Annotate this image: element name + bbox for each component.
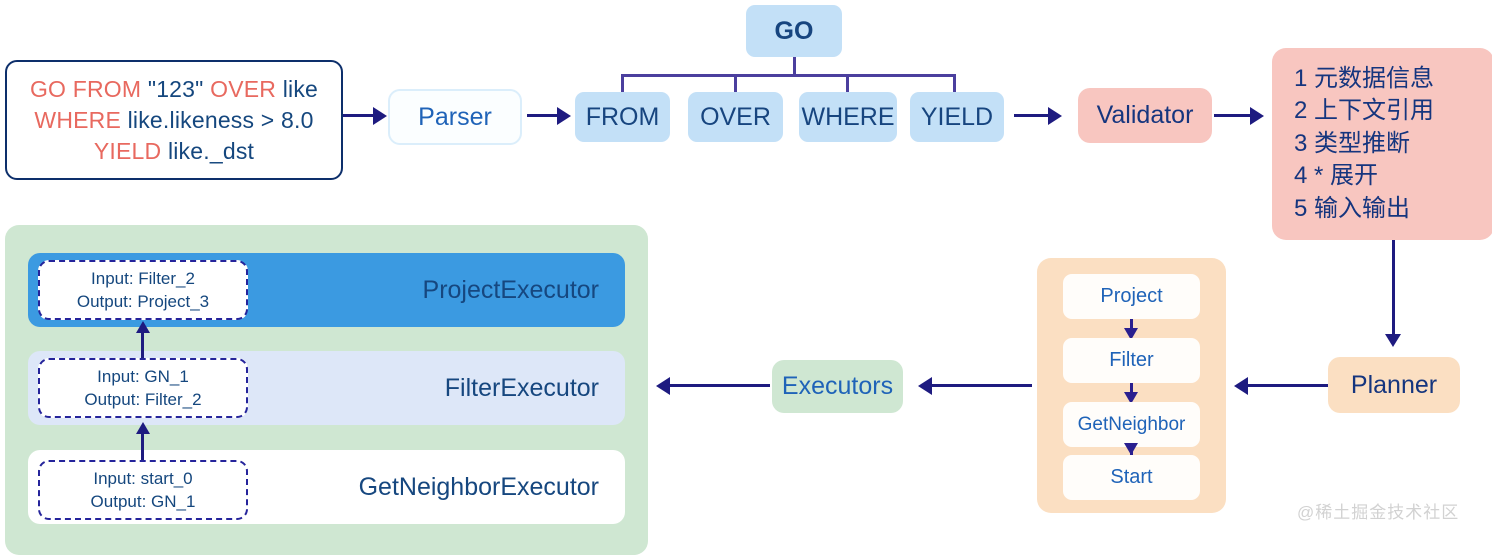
- ast-node-from: FROM: [575, 92, 670, 142]
- parser-node: Parser: [388, 89, 522, 145]
- plan-step-label: Project: [1100, 285, 1163, 307]
- ast-node-where: WHERE: [799, 92, 897, 142]
- io-output-label: Output: Project_3: [76, 292, 210, 311]
- validator-node: Validator: [1078, 88, 1212, 143]
- query-keyword-yield: YIELD: [93, 137, 168, 164]
- dataflow-getneighbor-to-filter-head: [136, 422, 150, 434]
- io-input-label: Input: start_0: [93, 469, 193, 488]
- query-value-vid: "123": [147, 75, 204, 102]
- plan-step-label: Filter: [1109, 349, 1154, 371]
- validator-label: Validator: [1096, 101, 1194, 129]
- arrow-query-to-parser-line: [343, 114, 375, 117]
- ast-branch-yield-line: [953, 74, 956, 93]
- arrow-planner-to-plan-head: [1234, 377, 1248, 395]
- query-keyword-over: OVER: [203, 75, 283, 102]
- ast-node-where-label: WHERE: [801, 102, 895, 131]
- validator-check-item: 2 上下文引用: [1294, 97, 1435, 125]
- planner-node: Planner: [1328, 357, 1460, 413]
- plan-arrow-filter-to-getneighbor-line: [1130, 383, 1133, 395]
- ast-root-label: GO: [774, 16, 814, 45]
- query-keyword-where: WHERE: [34, 106, 128, 133]
- executors-node: Executors: [772, 360, 903, 413]
- arrow-validator-to-checks-head: [1250, 107, 1264, 125]
- ast-node-over: OVER: [688, 92, 783, 142]
- ast-crossbar-line: [621, 74, 956, 77]
- executor-row-label: FilterExecutor: [444, 373, 599, 402]
- query-expr-filter: like.likeness > 8.0: [127, 106, 314, 133]
- io-box-project: Input: Filter_2 Output: Project_3: [38, 260, 248, 320]
- planner-label: Planner: [1350, 370, 1438, 399]
- plan-step-getneighbor: GetNeighbor: [1063, 402, 1200, 447]
- ast-trunk-line: [793, 57, 796, 75]
- arrow-checks-to-planner-line: [1392, 240, 1395, 335]
- plan-arrow-filter-to-getneighbor-head: [1124, 392, 1138, 404]
- executors-label: Executors: [781, 372, 894, 400]
- arrow-executors-to-execution-head: [656, 377, 670, 395]
- io-output-label: Output: Filter_2: [84, 390, 202, 409]
- query-keyword-go-from: GO FROM: [29, 75, 148, 102]
- ast-node-from-label: FROM: [585, 102, 660, 131]
- query-line-1: GO FROM "123" OVER like: [30, 74, 318, 105]
- plan-arrow-project-to-filter-head: [1124, 328, 1138, 340]
- plan-arrow-getneighbor-to-start-head: [1124, 443, 1138, 455]
- ast-branch-where-line: [846, 74, 849, 93]
- validator-checks-box: 1 元数据信息 2 上下文引用 3 类型推断 4 * 展开 5 输入输出: [1272, 48, 1492, 240]
- ast-node-yield-label: YIELD: [920, 102, 994, 131]
- arrow-query-to-parser-head: [373, 107, 387, 125]
- io-input-label: Input: GN_1: [97, 367, 189, 386]
- arrow-executors-to-execution-line: [670, 384, 770, 387]
- validator-check-item: 3 类型推断: [1294, 129, 1411, 157]
- plan-step-start: Start: [1063, 455, 1200, 500]
- query-line-3: YIELD like._dst: [94, 136, 254, 167]
- ast-branch-over-line: [734, 74, 737, 93]
- plan-step-label: Start: [1110, 466, 1153, 488]
- arrow-plan-to-executors-line: [932, 384, 1032, 387]
- arrow-planner-to-plan-line: [1248, 384, 1328, 387]
- ast-root-go: GO: [746, 5, 842, 57]
- arrow-ast-to-validator-line: [1014, 114, 1050, 117]
- io-box-filter: Input: GN_1 Output: Filter_2: [38, 358, 248, 418]
- io-box-getneighbor: Input: start_0 Output: GN_1: [38, 460, 248, 520]
- query-line-2: WHERE like.likeness > 8.0: [34, 105, 313, 136]
- ast-node-yield: YIELD: [910, 92, 1004, 142]
- query-value-edge: like: [282, 75, 319, 102]
- io-output-label: Output: GN_1: [90, 492, 196, 511]
- watermark-text: @稀土掘金技术社区: [1297, 503, 1460, 522]
- ast-branch-from-line: [621, 74, 624, 93]
- plan-step-filter: Filter: [1063, 338, 1200, 383]
- arrow-parser-to-ast-line: [527, 114, 559, 117]
- query-statement-box: GO FROM "123" OVER like WHERE like.liken…: [5, 60, 343, 180]
- validator-check-item: 1 元数据信息: [1294, 64, 1435, 92]
- io-input-label: Input: Filter_2: [91, 269, 195, 288]
- dataflow-filter-to-project-line: [141, 331, 144, 359]
- plan-step-project: Project: [1063, 274, 1200, 319]
- query-expr-yield: like._dst: [167, 137, 255, 164]
- dataflow-getneighbor-to-filter-line: [141, 432, 144, 460]
- executor-row-label: ProjectExecutor: [422, 275, 599, 304]
- arrow-validator-to-checks-line: [1214, 114, 1252, 117]
- parser-label: Parser: [418, 102, 492, 131]
- validator-check-item: 4 * 展开: [1294, 162, 1379, 190]
- plan-step-label: GetNeighbor: [1077, 413, 1186, 435]
- ast-node-over-label: OVER: [700, 102, 771, 131]
- arrow-ast-to-validator-head: [1048, 107, 1062, 125]
- dataflow-filter-to-project-head: [136, 321, 150, 333]
- arrow-parser-to-ast-head: [557, 107, 571, 125]
- executor-row-label: GetNeighborExecutor: [358, 472, 599, 501]
- validator-check-item: 5 输入输出: [1294, 194, 1411, 222]
- arrow-plan-to-executors-head: [918, 377, 932, 395]
- plan-arrow-project-to-filter-line: [1130, 319, 1133, 331]
- arrow-checks-to-planner-head: [1385, 334, 1401, 347]
